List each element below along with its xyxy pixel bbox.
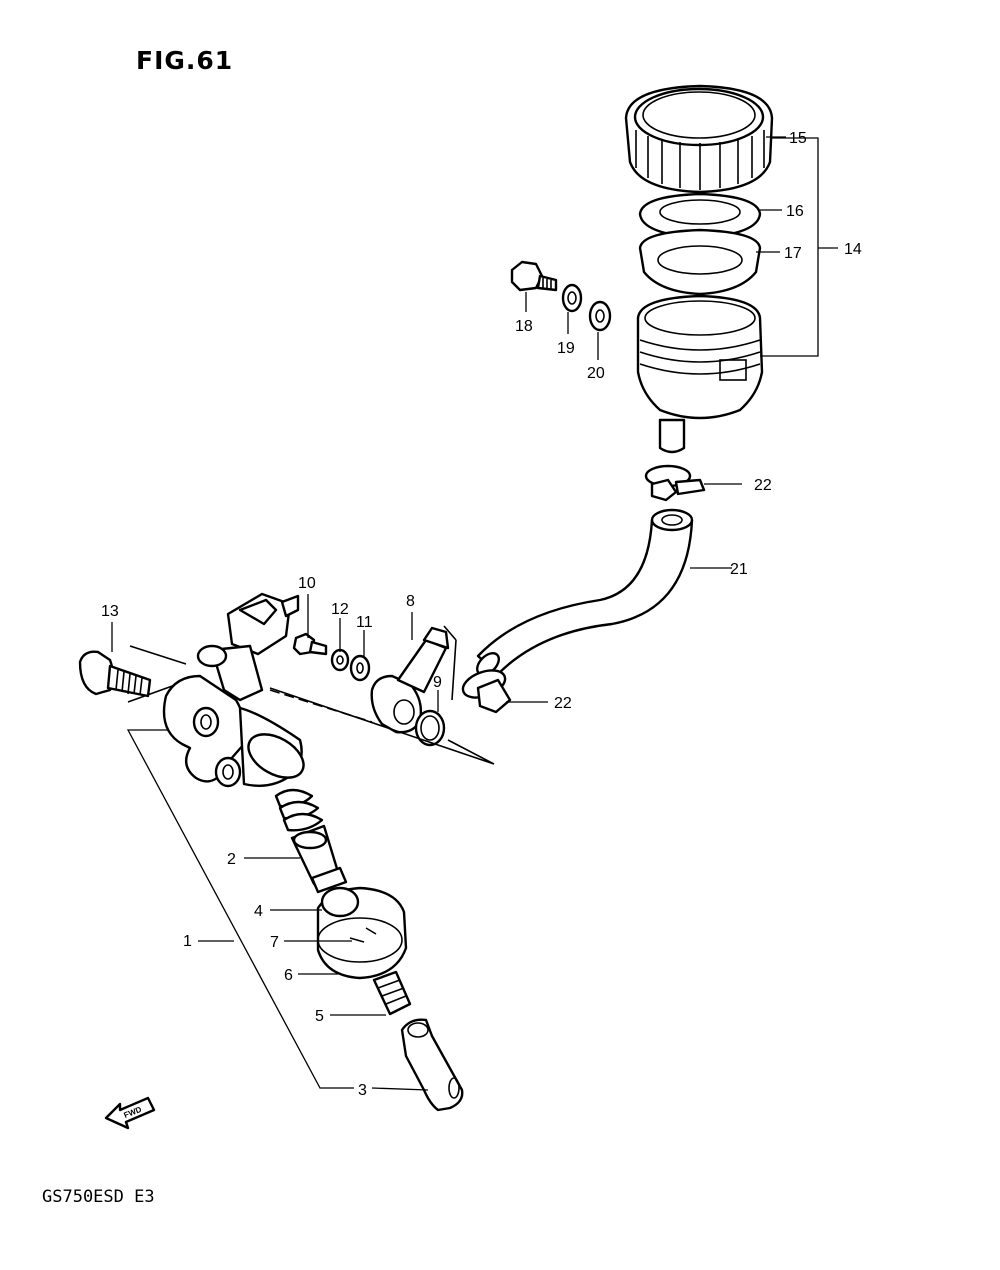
reservoir-hose xyxy=(476,508,694,676)
callout-5: 5 xyxy=(315,1008,324,1025)
callout-1: 1 xyxy=(183,933,192,950)
callout-15: 15 xyxy=(789,130,807,147)
hose-joint-screw xyxy=(292,632,328,656)
figure-title: FIG.61 xyxy=(136,46,234,75)
callout-16: 16 xyxy=(786,203,804,220)
callout-9: 9 xyxy=(433,674,442,691)
callout-7: 7 xyxy=(270,934,279,951)
mounting-bolt xyxy=(78,650,152,698)
o-ring xyxy=(414,709,446,747)
callout-13: 13 xyxy=(101,603,119,620)
reservoir-body xyxy=(636,294,764,454)
push-rod-boot xyxy=(316,886,408,980)
callout-22-upper: 22 xyxy=(754,477,772,494)
callout-18: 18 xyxy=(515,318,533,335)
hose-clamp-upper xyxy=(644,464,706,502)
callout-20: 20 xyxy=(587,365,605,382)
diaphragm xyxy=(638,228,762,296)
push-rod xyxy=(372,970,412,1016)
callout-21: 21 xyxy=(730,561,748,578)
callout-12: 12 xyxy=(331,601,349,618)
callout-2: 2 xyxy=(227,851,236,868)
spring-washer xyxy=(561,283,583,313)
callout-4: 4 xyxy=(254,903,263,920)
callout-10: 10 xyxy=(298,575,316,592)
callout-6: 6 xyxy=(284,967,293,984)
washer xyxy=(588,300,612,332)
return-spring xyxy=(274,788,324,832)
callout-3: 3 xyxy=(358,1082,367,1099)
callout-8: 8 xyxy=(406,593,415,610)
callout-17: 17 xyxy=(784,245,802,262)
screw xyxy=(510,260,558,292)
piston-assembly xyxy=(290,824,348,894)
callout-22-lower: 22 xyxy=(554,695,572,712)
callout-14: 14 xyxy=(844,241,862,258)
master-cylinder-body xyxy=(162,592,305,788)
hose-clamp-lower xyxy=(461,669,512,714)
callout-19: 19 xyxy=(557,340,575,357)
callout-11: 11 xyxy=(356,614,373,631)
push-rod-end xyxy=(400,1018,464,1112)
fwd-arrow-icon: FWD xyxy=(104,1096,156,1130)
joint-washer-small xyxy=(330,648,350,672)
joint-washer xyxy=(349,654,371,682)
model-code: GS750ESD E3 xyxy=(42,1187,155,1207)
reservoir-cap xyxy=(624,84,774,194)
